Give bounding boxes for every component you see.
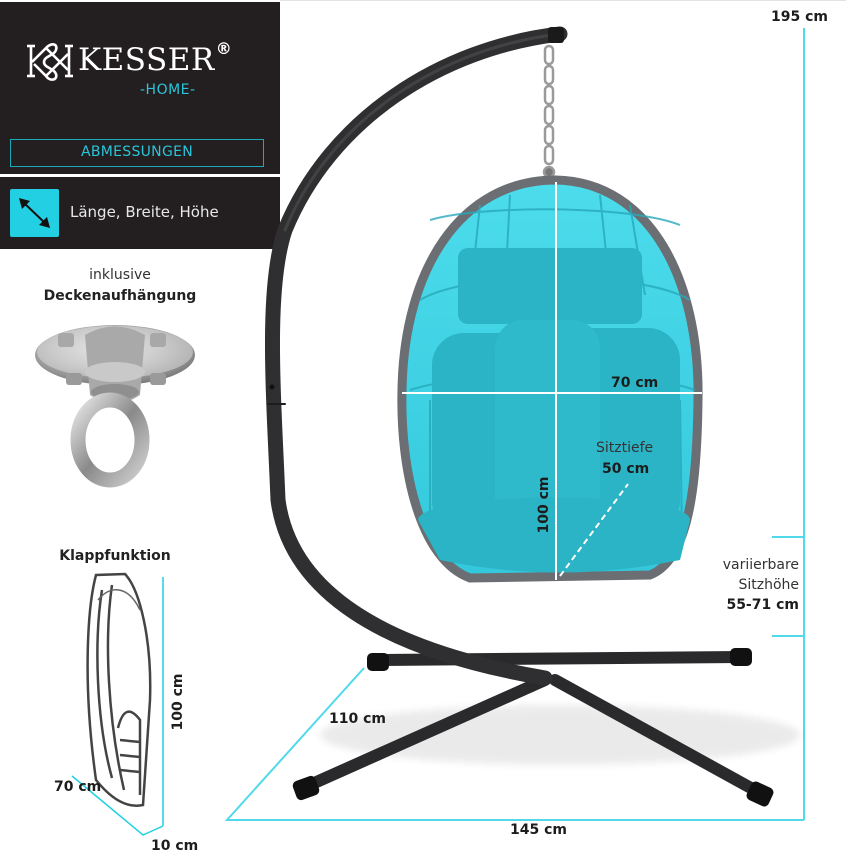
base-depth-label: 110 cm <box>329 711 386 727</box>
seat-height-label: 55-71 cm <box>726 597 799 613</box>
folding-title: Klappfunktion <box>59 548 171 564</box>
seat-depth-caption: Sitztiefe <box>596 440 654 456</box>
legend-bar: Länge, Breite, Höhe <box>0 177 280 249</box>
chair-width-label: 70 cm <box>611 375 659 391</box>
section-title: ABMESSUNGEN <box>10 139 264 167</box>
diagonal-double-arrow-icon <box>10 189 59 237</box>
egg-chair <box>397 175 703 583</box>
base-width-label: 145 cm <box>510 822 567 838</box>
main-dimension-lines <box>224 28 805 821</box>
folded-chair-illustration <box>86 572 152 807</box>
brand-sub: -HOME- <box>140 82 196 98</box>
seat-depth-label: 50 cm <box>602 461 650 477</box>
folding-height-label: 100 cm <box>170 673 186 731</box>
folding-width-label: 70 cm <box>54 779 102 795</box>
brand-logo: KESSER ® <box>26 38 232 82</box>
stand-base <box>292 648 800 807</box>
egg-dimension-lines <box>402 182 702 580</box>
brand-name: KESSER <box>78 42 215 78</box>
ceiling-mount-caption-bold: Deckenaufhängung <box>43 288 197 304</box>
seat-height-caption-1: variierbare <box>722 557 799 573</box>
top-divider <box>280 0 846 1</box>
folding-depth-label: 10 cm <box>151 838 199 854</box>
seat-height-caption-2: Sitzhöhe <box>738 577 799 593</box>
ks-monogram-icon <box>27 43 73 81</box>
ceiling-hook-icon <box>35 325 195 488</box>
folded-dimension-lines <box>71 577 164 836</box>
registered-mark: ® <box>215 38 233 58</box>
chair-height-label: 100 cm <box>536 476 552 534</box>
ceiling-mount-caption-light: inklusive <box>89 267 151 283</box>
legend-label: Länge, Breite, Höhe <box>70 203 219 221</box>
chain <box>542 44 556 179</box>
stand-frame <box>264 26 568 686</box>
total-height-label: 195 cm <box>771 9 828 25</box>
brand-panel: KESSER ® -HOME- <box>0 0 280 132</box>
frame-end-cap <box>548 27 564 43</box>
section-bar: ABMESSUNGEN <box>0 132 280 174</box>
